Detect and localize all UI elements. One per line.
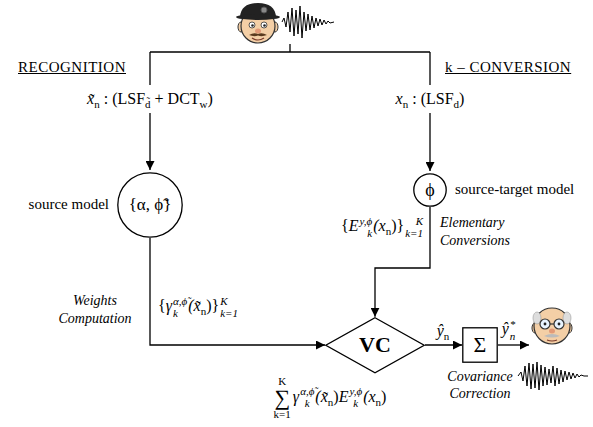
math-subscript: n bbox=[403, 98, 409, 110]
source-model-circle: source model{α, ϕ̃} bbox=[117, 172, 183, 238]
input-waveform bbox=[282, 6, 334, 38]
math-index: k=1 bbox=[274, 409, 291, 420]
math-text: ) bbox=[333, 388, 338, 405]
node-symbol: ϕ bbox=[425, 180, 434, 201]
math-index: n bbox=[510, 331, 516, 343]
math-index: K bbox=[220, 296, 238, 308]
node-symbol: VC bbox=[359, 332, 391, 357]
math-index: k bbox=[360, 228, 373, 240]
math-index: k=1 bbox=[405, 228, 423, 240]
math-subscript: w bbox=[200, 98, 208, 110]
math-text: )} bbox=[391, 217, 404, 234]
math-text: ) bbox=[208, 90, 213, 107]
annotation: Elementary Conversions bbox=[440, 214, 530, 249]
conversion-features: xn : (LSFd) bbox=[396, 89, 465, 111]
math-index: * bbox=[510, 319, 516, 331]
math-variable: (x bbox=[373, 217, 385, 234]
math-variable: (x bbox=[363, 388, 375, 405]
weights-formula: {γα,ϕ̃k(x̃n)}Kk=1 bbox=[158, 296, 239, 319]
math-variable: ŷ bbox=[502, 320, 509, 337]
math-subscript: n bbox=[201, 305, 207, 317]
math-text: { bbox=[158, 297, 166, 314]
math-text: ) bbox=[459, 90, 464, 107]
flow-arrow bbox=[150, 238, 325, 345]
section-title-text: k – CONVERSION bbox=[445, 59, 571, 75]
covariance-box: ΣCovariance Correction bbox=[462, 327, 498, 363]
math-index: K bbox=[278, 376, 286, 387]
index-stack: α,ϕ̃k bbox=[173, 296, 187, 319]
section-title-text: RECOGNITION bbox=[18, 59, 126, 75]
signal-name: ŷ*n bbox=[502, 319, 517, 342]
math-index: k bbox=[300, 398, 314, 410]
math-variable: (x̃ bbox=[188, 297, 200, 314]
math-text: : (LSF bbox=[408, 90, 453, 107]
math-subscript: n bbox=[376, 396, 382, 408]
output-waveform bbox=[518, 362, 588, 390]
math-variable: γ bbox=[166, 297, 172, 314]
math-index: k=1 bbox=[220, 308, 238, 320]
source-speaker-face bbox=[236, 3, 280, 43]
math-index: α,ϕ̃ bbox=[173, 296, 187, 308]
math-variable: (x̃ bbox=[315, 388, 327, 405]
index-stack: y,ϕk bbox=[349, 386, 362, 409]
conversion-formula: K∑k=1γα,ϕ̃k(x̃n)Ey,ϕk(xn) bbox=[274, 376, 387, 420]
annotation-text: Weights Computation bbox=[58, 293, 131, 326]
node-heading: source model bbox=[29, 196, 109, 213]
math-variable: E bbox=[339, 388, 349, 405]
flow-arrow bbox=[425, 344, 462, 345]
signal-name: ŷn bbox=[437, 321, 450, 343]
target-speaker-face bbox=[532, 308, 572, 344]
sum-limits: K∑k=1 bbox=[274, 376, 291, 420]
index-stack: y,ϕk bbox=[360, 216, 373, 239]
math-subscript: n bbox=[444, 330, 450, 342]
source-features: x̃n : (LSFd̃ + DCTw) bbox=[87, 89, 213, 111]
math-text: ) bbox=[381, 388, 386, 405]
node-symbol: Σ bbox=[474, 332, 487, 357]
math-variable: γ bbox=[293, 388, 299, 405]
math-index: α,ϕ̃ bbox=[300, 386, 314, 398]
math-subscript: n bbox=[94, 98, 100, 110]
math-index: k bbox=[173, 308, 187, 320]
elementary-conversions-formula: {Ey,ϕk(xn)}Kk=1 bbox=[341, 216, 424, 239]
math-variable: ŷ bbox=[437, 322, 444, 339]
math-index: k bbox=[349, 398, 362, 410]
math-text: )} bbox=[206, 297, 219, 314]
section-title: k – CONVERSION bbox=[445, 58, 571, 76]
annotation: Weights Computation bbox=[47, 292, 143, 327]
math-index: y,ϕ bbox=[360, 216, 373, 228]
node-heading: Covariance Correction bbox=[435, 369, 525, 403]
math-subscript: n bbox=[328, 396, 334, 408]
node-heading: source-target model bbox=[455, 181, 574, 198]
math-index: K bbox=[405, 216, 423, 228]
math-variable: x bbox=[396, 90, 403, 107]
annotation-text: Elementary Conversions bbox=[440, 215, 510, 248]
math-text: { bbox=[341, 217, 349, 234]
math-subscript: d bbox=[454, 98, 460, 110]
sum-symbol: ∑ bbox=[274, 387, 290, 409]
math-variable: x̃ bbox=[87, 90, 94, 107]
math-variable: E bbox=[349, 217, 359, 234]
conversion-diamond: VC bbox=[325, 317, 425, 374]
source-target-model-circle: ϕsource-target model bbox=[413, 173, 447, 207]
math-index: y,ϕ bbox=[349, 386, 362, 398]
index-stack: *n bbox=[510, 319, 516, 342]
math-subscript: n bbox=[386, 225, 392, 237]
math-subscript: d̃ bbox=[145, 98, 151, 110]
index-stack: Kk=1 bbox=[220, 296, 238, 319]
math-text: + DCT bbox=[151, 90, 200, 107]
section-title: RECOGNITION bbox=[18, 58, 126, 76]
index-stack: Kk=1 bbox=[405, 216, 423, 239]
index-stack: α,ϕ̃k bbox=[300, 386, 314, 409]
node-symbol: {α, ϕ̃} bbox=[129, 195, 172, 215]
math-text: : (LSF bbox=[100, 90, 145, 107]
